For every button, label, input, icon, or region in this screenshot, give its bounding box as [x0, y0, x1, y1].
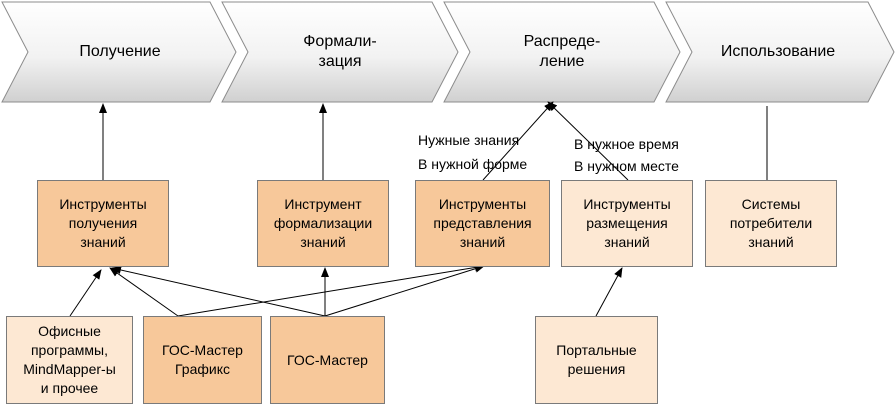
note-needed-place: В нужном месте: [574, 158, 679, 174]
note-needed-knowledge: Нужные знания: [418, 132, 520, 148]
chevron-stage-1: [1, 1, 237, 103]
tool-box-placement: Инструменты размещения знаний: [561, 180, 693, 267]
chevron-stage-2: [221, 1, 459, 103]
source-box-office-programs: Офисные программы, MindMapper-ы и прочее: [6, 316, 133, 404]
arrow-gosmaster-to-tool3: [324, 264, 485, 317]
stage-label-3: Распреде- ление: [523, 33, 601, 70]
arrow-office-to-tool1: [69, 269, 102, 317]
stage-label-4: Использование: [720, 43, 836, 60]
arrow-portal-to-tool4: [595, 267, 623, 317]
tool-box-consumer-systems: Системы потребители знаний: [705, 180, 837, 267]
tool-box-representation: Инструменты представления знаний: [415, 180, 550, 267]
stage-label-1: Получение: [79, 43, 161, 60]
arrow-grafiks-to-tool3: [177, 263, 485, 317]
tool-box-formalization: Инструмент формализации знаний: [257, 180, 389, 267]
note-needed-form: В нужной форме: [418, 156, 528, 172]
arrow-tool3-to-stage3: [482, 101, 554, 181]
source-box-gosmaster-grafiks: ГОС-Мастер Графикс: [143, 316, 262, 404]
arrow-grafiks-to-tool1: [109, 267, 179, 317]
arrow-tool4-to-stage3: [547, 101, 629, 181]
arrow-gosmaster-to-tool1: [111, 266, 326, 317]
chevron-stage-4: [665, 1, 895, 103]
note-needed-time: В нужное время: [574, 136, 679, 152]
chevron-stage-3: [443, 1, 681, 103]
source-box-gosmaster: ГОС-Мастер: [270, 316, 385, 404]
source-box-portal-solutions: Портальные решения: [535, 316, 658, 404]
tool-box-acquisition: Инструменты получения знаний: [37, 180, 169, 267]
stage-label-2: Формали- зация: [303, 33, 377, 70]
